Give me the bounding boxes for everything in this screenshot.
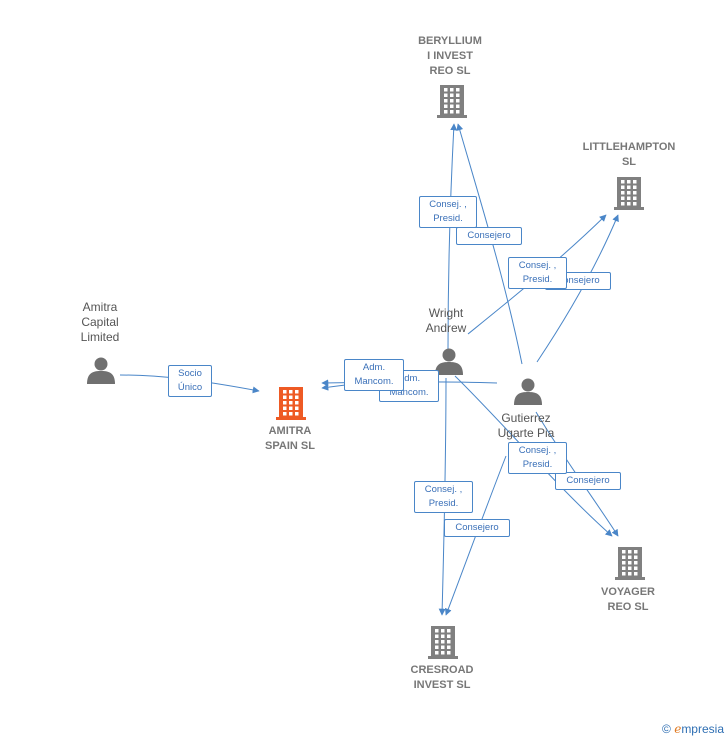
brand-watermark: © empresia: [662, 722, 724, 736]
building-icon-voyager[interactable]: [615, 547, 645, 580]
edge-label-consejero-cresroad[interactable]: Consejero: [444, 519, 510, 537]
edge-label-consej-presid-cresroad[interactable]: Consej. , Presid.: [414, 481, 473, 513]
edge-label-consejero-voyager[interactable]: Consejero: [555, 472, 621, 490]
edge-label-consej-presid-voyager[interactable]: Consej. , Presid.: [508, 442, 567, 474]
edge-label-consejero-beryllium[interactable]: Consejero: [456, 227, 522, 245]
node-voyager-label[interactable]: VOYAGER REO SL: [600, 586, 655, 613]
node-beryllium-label[interactable]: BERYLLIUM I INVEST REO SL: [418, 35, 482, 77]
edge-wright-to-beryllium: [447, 123, 458, 351]
person-icon-amitra-capital[interactable]: [87, 357, 115, 385]
brand-name: mpresia: [681, 722, 724, 736]
building-icon-littlehampton[interactable]: [614, 177, 644, 210]
building-icon-amitra-spain[interactable]: [276, 387, 306, 420]
building-icon-cresroad[interactable]: [428, 626, 458, 659]
edge-label-adm-mancom-1[interactable]: Adm. Mancom.: [344, 359, 404, 391]
person-icon-gutierrez[interactable]: [514, 378, 542, 406]
edge-label-consej-presid-littlehampton[interactable]: Consej. , Presid.: [508, 257, 567, 289]
brand-logo-initial: e: [674, 722, 682, 736]
edge-label-consej-presid-beryllium[interactable]: Consej. , Presid.: [419, 196, 477, 228]
copyright-icon: ©: [662, 722, 671, 736]
node-littlehampton-label[interactable]: LITTLEHAMPTON SL: [582, 141, 676, 168]
edge-gutierrez-to-cresroad: [444, 455, 507, 616]
node-gutierrez-label[interactable]: Gutierrez Ugarte Pia: [497, 411, 555, 440]
node-amitra-spain-label[interactable]: AMITRA SPAIN SL: [265, 425, 315, 452]
person-icon-wright[interactable]: [435, 348, 463, 376]
building-icon-beryllium[interactable]: [437, 85, 467, 118]
edge-label-socio-unico[interactable]: Socio Único: [168, 365, 212, 397]
node-wright-label[interactable]: Wright Andrew: [425, 306, 467, 335]
node-cresroad-label[interactable]: CRESROAD INVEST SL: [410, 664, 474, 691]
edge-gutierrez-to-littlehampton: [536, 214, 619, 363]
node-amitra-capital-label[interactable]: Amitra Capital Limited: [80, 300, 120, 344]
